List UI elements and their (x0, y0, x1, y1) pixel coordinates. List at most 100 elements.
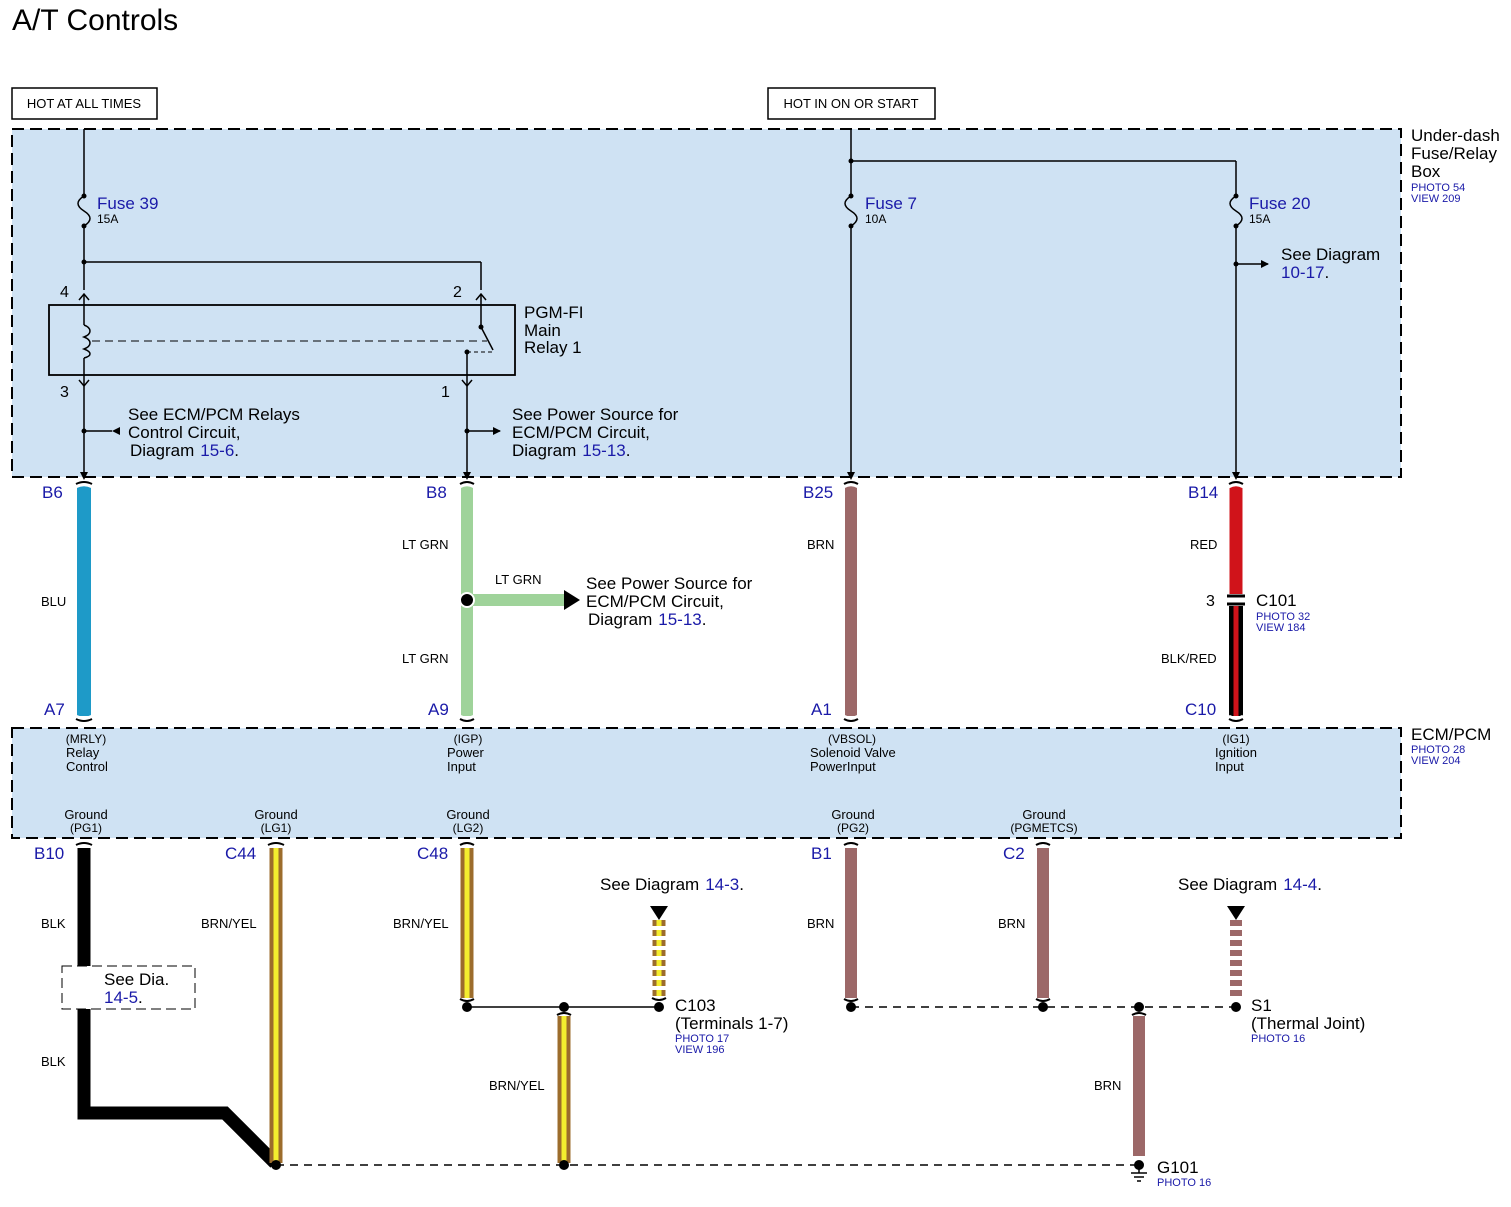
svg-text:Ground: Ground (64, 807, 107, 822)
svg-text:See Power Source for: See Power Source for (512, 405, 679, 424)
svg-text:BRN/YEL: BRN/YEL (201, 916, 257, 931)
svg-text:Fuse 20: Fuse 20 (1249, 194, 1310, 213)
fuse-box-circuit-lines (83, 129, 1237, 472)
svg-text:PGM-FI: PGM-FI (524, 303, 584, 322)
svg-text:Input: Input (1215, 759, 1244, 774)
ref-arrow-15-6-head (112, 427, 120, 435)
svg-text:Ground: Ground (831, 807, 874, 822)
svg-text:B14: B14 (1188, 483, 1218, 502)
upper-wire-color-labels: BLU LT GRN LT GRN LT GRN BRN RED BLK/RED (41, 537, 1217, 666)
svg-text:PHOTO 32: PHOTO 32 (1256, 611, 1310, 623)
ref-diagram-15-13-upper: See Power Source for ECM/PCM Circuit, Di… (512, 405, 679, 460)
fuse-7: Fuse 7 10A (844, 193, 917, 229)
svg-text:See Dia.: See Dia. (104, 970, 169, 989)
ecm-pcm-box (11, 727, 1402, 839)
ground-g101: G101 PHOTO 16 (1131, 1158, 1211, 1189)
svg-text:BRN/YEL: BRN/YEL (393, 916, 449, 931)
fuse-39: Fuse 39 15A (77, 193, 158, 229)
svg-text:(PG2): (PG2) (837, 821, 869, 835)
svg-text:C10: C10 (1185, 700, 1216, 719)
svg-text:(MRLY): (MRLY) (66, 732, 106, 746)
svg-text:BRN: BRN (998, 916, 1025, 931)
svg-text:Main: Main (524, 321, 561, 340)
svg-text:RED: RED (1190, 537, 1217, 552)
svg-text:BRN/YEL: BRN/YEL (489, 1078, 545, 1093)
svg-text:Box: Box (1411, 162, 1441, 181)
wire-lt-grn (459, 486, 580, 716)
lower-wire-color-labels: BLK BLK BRN/YEL BRN/YEL BRN/YEL BRN BRN … (41, 916, 1121, 1093)
svg-text:B6: B6 (42, 483, 63, 502)
svg-text:10A: 10A (865, 212, 886, 226)
svg-text:15A: 15A (97, 212, 118, 226)
svg-text:See ECM/PCM Relays: See ECM/PCM Relays (128, 405, 300, 424)
svg-text:14-5.: 14-5. (104, 988, 143, 1007)
svg-text:Relay: Relay (66, 745, 100, 760)
svg-text:B25: B25 (803, 483, 833, 502)
svg-text:VIEW 209: VIEW 209 (1411, 193, 1461, 205)
svg-text:ECM/PCM Circuit,: ECM/PCM Circuit, (586, 592, 724, 611)
svg-text:Ignition: Ignition (1215, 745, 1257, 760)
svg-text:BRN: BRN (807, 916, 834, 931)
svg-text:LT GRN: LT GRN (402, 537, 448, 552)
svg-text:See Power Source for: See Power Source for (586, 574, 753, 593)
svg-text:BLK: BLK (41, 1054, 66, 1069)
svg-text:C44: C44 (225, 844, 256, 863)
svg-text:4: 4 (60, 284, 69, 301)
connector-c101: 3 C101 PHOTO 32 VIEW 184 (1206, 591, 1310, 634)
ref-diagram-14-5: See Dia. 14-5. (61, 965, 196, 1010)
svg-text:Ground: Ground (254, 807, 297, 822)
svg-text:BLU: BLU (41, 594, 66, 609)
svg-text:See Diagram: See Diagram (1281, 245, 1380, 264)
svg-text:VIEW 204: VIEW 204 (1411, 755, 1461, 767)
pin-caps-upper (75, 483, 1244, 720)
s1-thermal-joint-label: S1 (Thermal Joint) PHOTO 16 (1251, 996, 1365, 1045)
fuse-relay-box (11, 128, 1402, 478)
hot-in-on-or-start-label: HOT IN ON OR START (767, 87, 936, 120)
lower-pin-labels: B10 C44 C48 B1 C2 (34, 844, 1025, 863)
svg-text:A7: A7 (44, 700, 65, 719)
svg-text:LT GRN: LT GRN (495, 572, 541, 587)
svg-text:3: 3 (1206, 593, 1215, 610)
fuse-20: Fuse 20 15A (1229, 193, 1310, 229)
wire-brn-yel-14-3-dashed (650, 906, 668, 996)
svg-text:PHOTO 17: PHOTO 17 (675, 1033, 729, 1045)
svg-text:Power: Power (447, 745, 485, 760)
svg-text:BLK/RED: BLK/RED (1161, 651, 1217, 666)
svg-text:HOT AT ALL TIMES: HOT AT ALL TIMES (27, 96, 141, 111)
ref-diagram-15-6: See ECM/PCM Relays Control Circuit, Diag… (128, 405, 300, 460)
svg-text:PHOTO 28: PHOTO 28 (1411, 744, 1465, 756)
svg-text:Relay 1: Relay 1 (524, 338, 582, 357)
svg-text:VIEW 184: VIEW 184 (1256, 622, 1306, 634)
svg-text:VIEW 196: VIEW 196 (675, 1044, 725, 1056)
svg-text:LT GRN: LT GRN (402, 651, 448, 666)
svg-text:PHOTO 16: PHOTO 16 (1157, 1177, 1211, 1189)
pin-caps-upper-outline (75, 481, 1244, 722)
pin-caps-lower (75, 842, 1147, 1016)
svg-text:Control: Control (66, 759, 108, 774)
upper-pin-labels: B6 B8 B25 B14 A7 A9 A1 C10 (42, 483, 1218, 719)
s1-terminals (846, 1002, 1241, 1012)
svg-text:S1: S1 (1251, 996, 1272, 1015)
svg-text:Control Circuit,: Control Circuit, (128, 423, 240, 442)
svg-text:BRN: BRN (1094, 1078, 1121, 1093)
svg-text:Solenoid Valve: Solenoid Valve (810, 745, 896, 760)
fuse-relay-box-label: Under-dash Fuse/Relay Box PHOTO 54 VIEW … (1411, 126, 1500, 205)
svg-text:(LG1): (LG1) (261, 821, 292, 835)
ref-diagram-10-17: See Diagram 10-17. (1281, 245, 1380, 282)
svg-text:B10: B10 (34, 844, 64, 863)
svg-text:(IGP): (IGP) (454, 732, 483, 746)
svg-text:Fuse 39: Fuse 39 (97, 194, 158, 213)
svg-text:PowerInput: PowerInput (810, 759, 876, 774)
svg-text:Fuse 7: Fuse 7 (865, 194, 917, 213)
svg-text:G101: G101 (1157, 1158, 1199, 1177)
svg-text:10-17.: 10-17. (1281, 263, 1329, 282)
svg-text:Fuse/Relay: Fuse/Relay (1411, 144, 1497, 163)
pin-arrowheads (80, 472, 1240, 480)
ecm-pcm-label: ECM/PCM PHOTO 28 VIEW 204 (1411, 725, 1491, 767)
hot-at-all-times-label: HOT AT ALL TIMES (11, 87, 158, 120)
